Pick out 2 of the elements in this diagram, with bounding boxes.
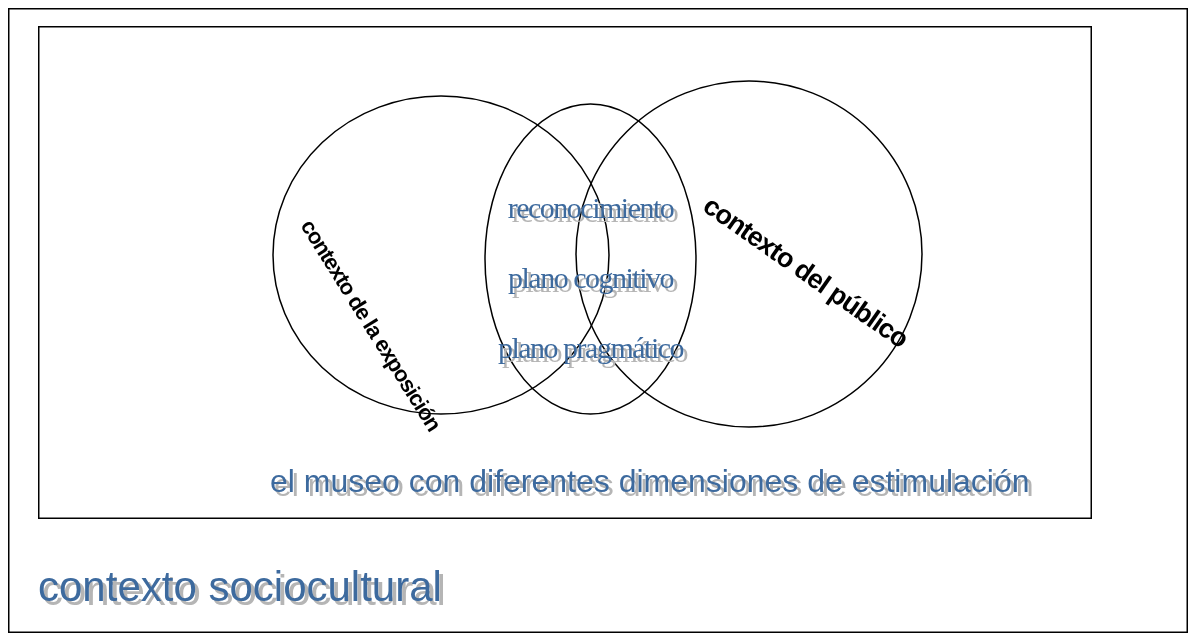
frame-title: contexto sociocultural [38,563,442,611]
frame-title: el museo con diferentes dimensiones de estimulación [270,463,1030,500]
